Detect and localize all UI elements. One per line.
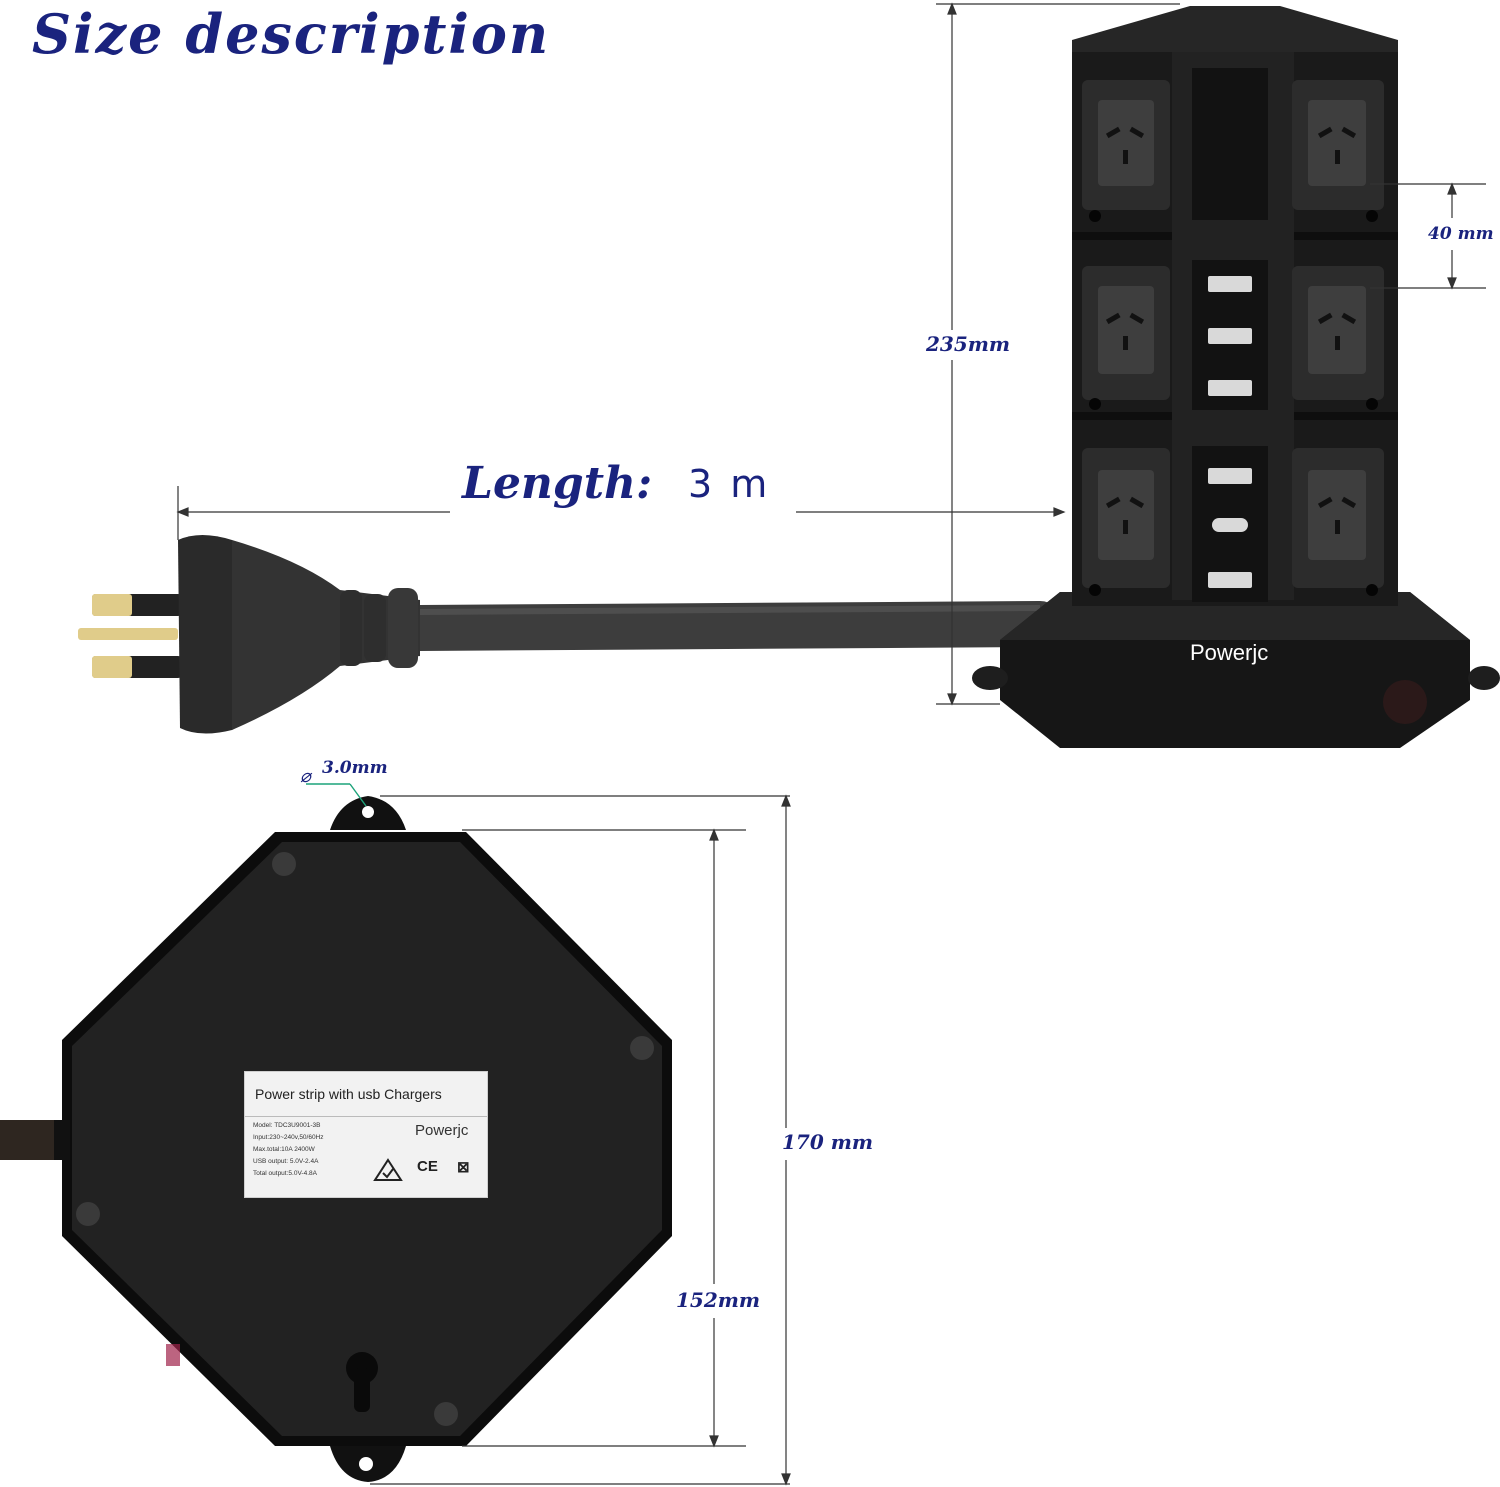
hole-leader (306, 783, 367, 807)
hole-diameter-label: 3.0mm (322, 758, 388, 778)
spec-max-total: Max.total:10A 2400W (253, 1146, 315, 1153)
socket-slots (1105, 126, 1357, 534)
spec-total-output: Total output:5.0V-4.8A (253, 1170, 317, 1177)
base-inner-dimension-label: 152mm (676, 1288, 761, 1312)
length-value: 3 m (684, 462, 775, 506)
label-brand: Powerjc (415, 1122, 469, 1139)
hole-diameter-symbol: ⌀ (300, 766, 311, 787)
ce-mark: CE (417, 1158, 438, 1175)
tower-brand-logo: Powerjc (1190, 640, 1269, 665)
spec-usb-output: USB output: 5.0V-2.4A (253, 1158, 319, 1165)
spec-model: Model: TDC3U9001-3B (253, 1122, 321, 1129)
base-outer-dimension-label: 170 mm (782, 1130, 874, 1154)
height-dimension-label: 235mm (926, 332, 1011, 356)
usb-ports (1208, 276, 1252, 588)
power-tower (972, 6, 1500, 748)
page-title: Size description (32, 2, 551, 66)
product-label: Power strip with usb Chargers Model: TDC… (244, 1071, 488, 1198)
length-label: Length: (458, 458, 657, 509)
outlet-spacing-label: 40 mm (1428, 224, 1494, 244)
weee-icon: ⊠ (457, 1159, 470, 1176)
dimension-lines-top (176, 2, 1486, 706)
rcm-mark-icon (373, 1158, 403, 1181)
label-divider (245, 1116, 487, 1117)
outlets (1082, 80, 1384, 588)
dimension-lines-bottom (370, 794, 791, 1486)
power-cord (397, 601, 1063, 651)
plug-icon (78, 535, 420, 734)
label-title: Power strip with usb Chargers (255, 1086, 442, 1102)
spec-input: Input:230~240v,50/60Hz (253, 1134, 324, 1141)
